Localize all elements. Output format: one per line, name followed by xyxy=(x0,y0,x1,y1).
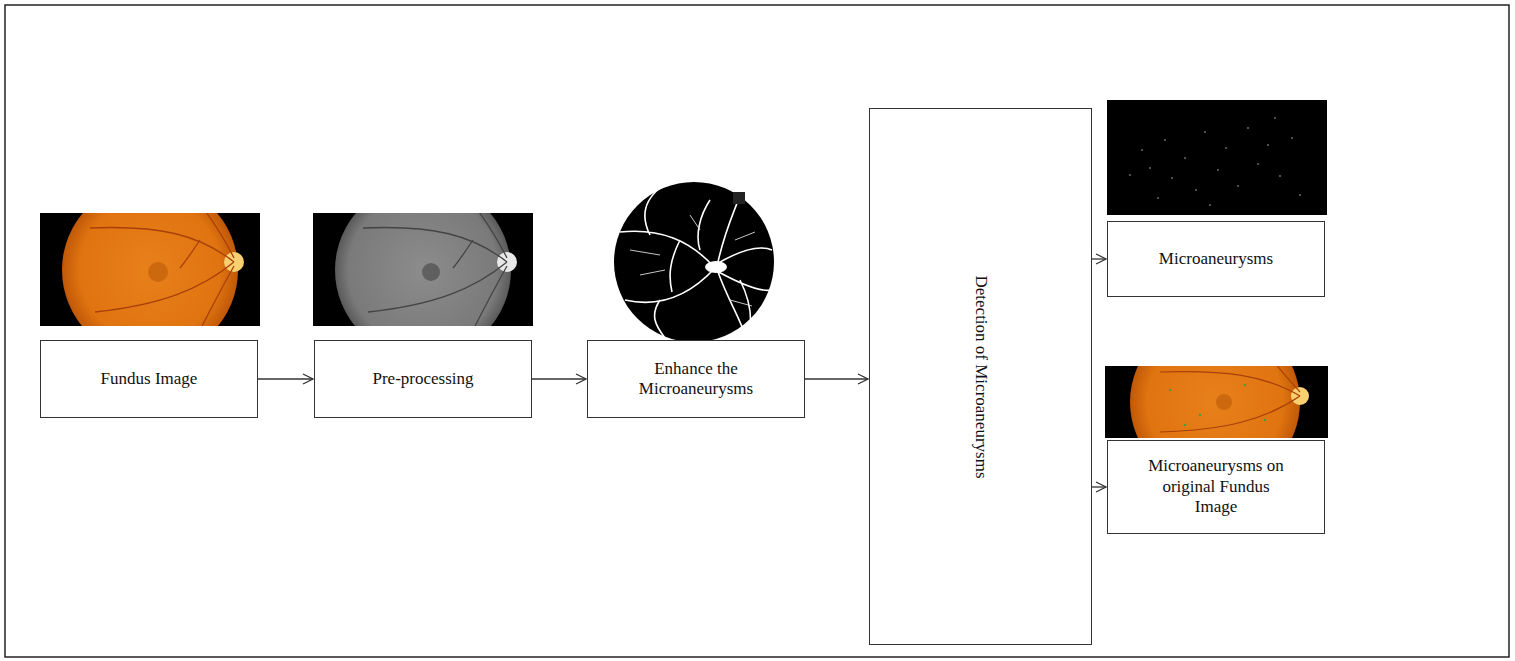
output-box: Microaneurysms xyxy=(1107,221,1325,297)
arrow-connector xyxy=(805,374,868,384)
node-label: Enhance the Microaneurysms xyxy=(614,359,779,400)
arrow-connector xyxy=(1092,482,1106,492)
arrow-connector xyxy=(1092,254,1106,264)
node-label: Pre-processing xyxy=(372,369,473,389)
frame xyxy=(5,5,1509,657)
node-label: Microaneurysms xyxy=(1159,249,1273,269)
process-box: Detection of Microaneurysms xyxy=(869,108,1092,645)
output-box: Microaneurysms on original Fundus Image xyxy=(1107,440,1325,534)
enhanced-vessels xyxy=(614,182,774,342)
process-box: Pre-processing xyxy=(314,340,532,418)
greyscale-photo xyxy=(313,182,533,358)
node-label: Microaneurysms on original Fundus Image xyxy=(1146,456,1286,517)
arrow-connector xyxy=(258,374,313,384)
fundus-photo xyxy=(40,182,260,358)
node-label: Detection of Microaneurysms xyxy=(970,275,990,478)
input-box: Fundus Image xyxy=(40,340,258,418)
process-box: Enhance the Microaneurysms xyxy=(587,340,805,418)
arrow-connector xyxy=(532,374,586,384)
microaneurysm-map xyxy=(1107,100,1327,215)
node-label: Fundus Image xyxy=(101,369,198,389)
